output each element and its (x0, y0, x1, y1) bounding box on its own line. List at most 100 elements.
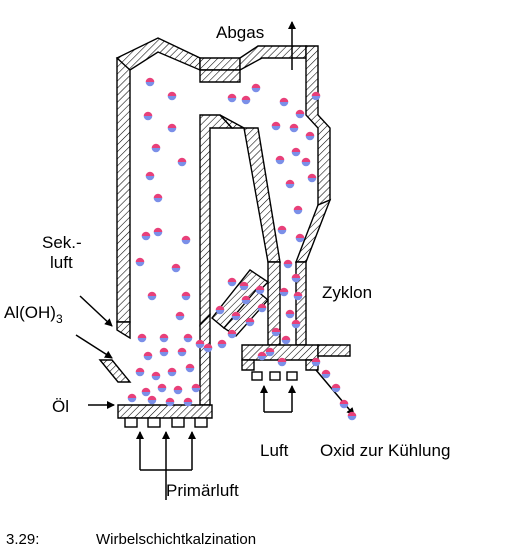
label-aloh-sub: 3 (56, 312, 63, 326)
particle (291, 273, 301, 283)
label-aloh: Al(OH)3 (4, 303, 63, 326)
sek-luft-arrow (79, 295, 113, 327)
particle (301, 157, 311, 167)
particle (295, 109, 305, 119)
label-aloh-main: Al(OH) (4, 303, 56, 322)
label-oxid: Oxid zur Kühlung (320, 441, 450, 460)
particle (307, 173, 317, 183)
particle (177, 157, 187, 167)
particle (271, 121, 281, 131)
particle (283, 259, 293, 269)
label-abgas: Abgas (216, 23, 264, 42)
flow-arrows (75, 21, 355, 500)
particle (135, 367, 145, 377)
particle (141, 387, 151, 397)
particle (227, 329, 237, 339)
particle (181, 235, 191, 245)
particle (285, 309, 295, 319)
particle (127, 393, 137, 403)
particle (185, 363, 195, 373)
particle (191, 383, 201, 393)
particle (331, 383, 341, 393)
particle (231, 311, 241, 321)
particle (321, 369, 331, 379)
particle (239, 281, 249, 291)
particle (157, 383, 167, 393)
particle (153, 193, 163, 203)
particle (137, 333, 147, 343)
particle (147, 395, 157, 405)
particle (141, 231, 151, 241)
particle (277, 225, 287, 235)
oxid-arrow (315, 369, 355, 416)
aloh-arrow (75, 334, 113, 359)
particle (271, 327, 281, 337)
particle (293, 205, 303, 215)
particle (311, 357, 321, 367)
particle (145, 171, 155, 181)
particle (165, 397, 175, 407)
particle (159, 347, 169, 357)
particle (135, 257, 145, 267)
particle (305, 131, 315, 141)
particle (289, 123, 299, 133)
label-zyklon: Zyklon (322, 283, 372, 302)
particle (279, 287, 289, 297)
particle (241, 295, 251, 305)
reactor-wall (98, 37, 307, 419)
particle (265, 347, 275, 357)
particle (295, 233, 305, 243)
caption-text: Wirbelschichtkalzination (96, 531, 256, 548)
particle (153, 227, 163, 237)
particle (311, 91, 321, 101)
particle (255, 285, 265, 295)
particle (279, 97, 289, 107)
particle (291, 319, 301, 329)
particle (183, 397, 193, 407)
particle (159, 333, 169, 343)
particle (181, 291, 191, 301)
particle (257, 351, 267, 361)
particle (143, 111, 153, 121)
particle (167, 123, 177, 133)
particle (173, 385, 183, 395)
particle (147, 291, 157, 301)
particle (215, 305, 225, 315)
particle (347, 411, 357, 421)
particle (285, 179, 295, 189)
particle (251, 83, 261, 93)
particle (241, 95, 251, 105)
particle (167, 91, 177, 101)
particle (227, 93, 237, 103)
caption-number: 3.29: (6, 531, 39, 548)
particle (171, 263, 181, 273)
particle (245, 317, 255, 327)
particle (293, 291, 303, 301)
label-oel: Öl (52, 397, 69, 416)
label-sek-line2: luft (50, 253, 73, 272)
particle (195, 339, 205, 349)
label-luft: Luft (260, 441, 289, 460)
particle (167, 367, 177, 377)
particle (145, 77, 155, 87)
particle (291, 147, 301, 157)
particle (257, 303, 267, 313)
particle (217, 339, 227, 349)
label-primaerluft: Primärluft (166, 481, 239, 500)
particle (151, 371, 161, 381)
particle (143, 351, 153, 361)
particle (177, 347, 187, 357)
particle (281, 335, 291, 345)
nozzle-grid (124, 371, 298, 428)
particle (227, 277, 237, 287)
particle (151, 143, 161, 153)
particle (175, 311, 185, 321)
particle (183, 333, 193, 343)
particle (275, 155, 285, 165)
particle (203, 343, 213, 353)
particle-cloud (127, 77, 357, 421)
particle (339, 399, 349, 409)
label-sek-line1: Sek.- (42, 233, 82, 252)
particle (277, 357, 287, 367)
